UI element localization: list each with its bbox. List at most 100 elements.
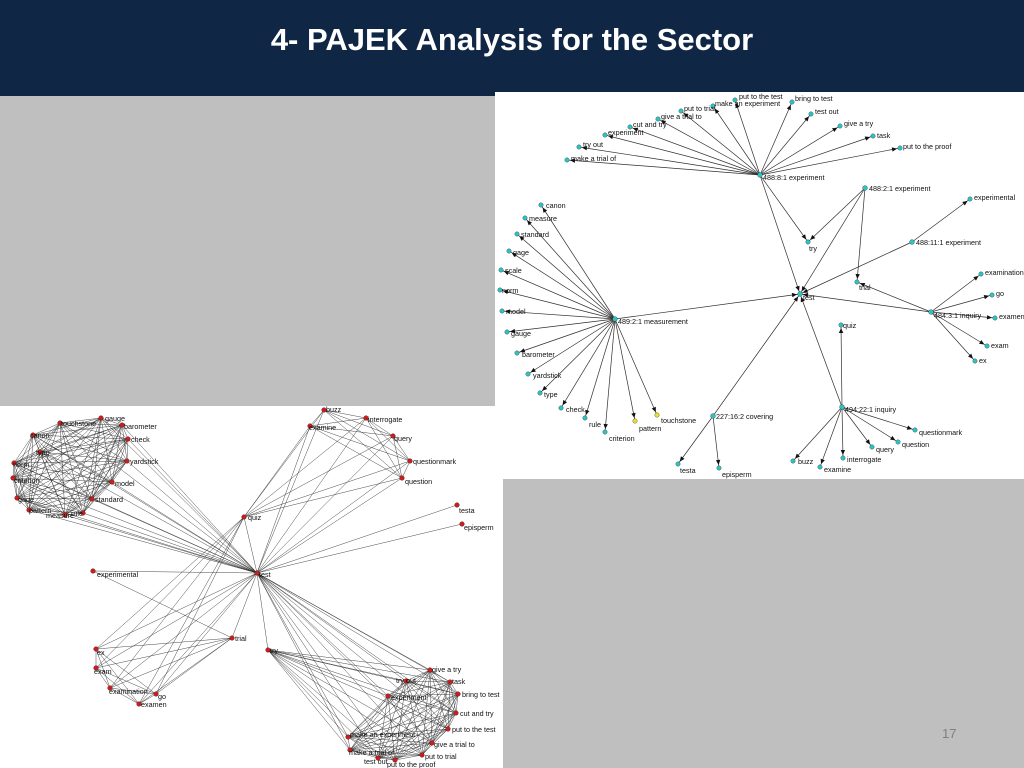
top-node-give_a_try [837, 123, 843, 129]
bottom-label-canon: canon [30, 431, 50, 440]
bottom-edge-query-question [392, 435, 403, 479]
top-label-touchstone: touchstone [661, 416, 696, 425]
bottom-edge-standard-rule [82, 498, 93, 514]
bottom-label-make_a_trial_of: make a trial of [349, 748, 394, 757]
bottom-label-exam: exam [94, 667, 112, 676]
top-node-interrogate [840, 455, 846, 461]
bottom-edge-questionmark-question [401, 460, 411, 479]
bottom-edge-interrogate-examine [309, 417, 367, 427]
bottom-edge-check-gage [16, 438, 129, 499]
bottom-node-quiz [241, 514, 247, 520]
bottom-edge-test-model [111, 481, 258, 574]
top-arrowhead-h1-task [864, 136, 871, 141]
bottom-node-put_to_trial [419, 752, 425, 758]
top-node-test_out [808, 111, 814, 117]
bottom-edge-canon-yardstick [32, 434, 128, 462]
bottom-edge-test-put_to_the_proof [256, 572, 396, 761]
bottom-node-put_to_the_test [445, 726, 451, 732]
top-edge-meas-scale [500, 269, 616, 320]
bottom-edge-examine-questionmark [309, 425, 411, 462]
top-label-try_out: try out [583, 140, 603, 149]
bottom-edge-test-touchstone [59, 422, 258, 574]
bottom-edge-give_a_trial_to-put_to_the_proof [394, 742, 433, 761]
bottom-edge-experiment-give_a_trial_to [387, 695, 433, 744]
top-edge-inq1-trial [856, 281, 932, 313]
top-arrowhead-inq1-trial [859, 282, 866, 288]
top-node-ex [972, 358, 978, 364]
top-edge-inq1-exam [930, 311, 988, 347]
top-arrowhead-meas-norm [502, 289, 509, 295]
bottom-edge-test-put_to_trial [256, 572, 423, 756]
top-arrowhead-h1-experiment [607, 134, 614, 140]
bottom-edge-test-query [256, 435, 394, 574]
bottom-edge-try_out-task [405, 680, 451, 683]
bottom-label-bring_to_test: bring to test [462, 690, 500, 699]
bottom-edge-touchstone-measure [59, 422, 66, 516]
bottom-edge-test-experimental [92, 570, 258, 574]
top-label-experimental: experimental [974, 193, 1016, 202]
top-edge-h3-test [799, 241, 913, 295]
bottom-edge-criterion-standard [12, 477, 93, 500]
top-arrowhead-h1-cut_and_try [632, 127, 639, 132]
top-label-trial: trial [859, 283, 871, 292]
bottom-node-standard [89, 496, 95, 502]
top-edge-inq2-interrogate [841, 406, 844, 459]
bottom-node-try_out [403, 678, 409, 684]
bottom-edge-experiment-make_an_experiment [347, 695, 389, 738]
top-label-test: test [803, 293, 815, 302]
bottom-edge-quiz-exam [95, 516, 245, 669]
top-label-buzz: buzz [798, 457, 814, 466]
bottom-edge-bring_to_test-make_a_trial_of [349, 693, 459, 751]
top-edge-h1-make_an_experiment [712, 105, 761, 176]
bottom-node-testa [454, 502, 460, 508]
bottom-label-examine: examine [309, 423, 336, 432]
bottom-label-standard: standard [95, 495, 123, 504]
bottom-node-measure [62, 512, 68, 518]
top-label-make_a_trial_of: make a trial of [571, 154, 616, 163]
top-node-examen [992, 315, 998, 321]
bottom-edge-yardstick-gage [16, 460, 128, 499]
bottom-edge-experimental-trial [92, 570, 233, 639]
bottom-label-cut_and_try: cut and try [460, 709, 494, 718]
bottom-label-test_out: test out [364, 757, 388, 766]
top-node-check [558, 405, 564, 411]
top-node-h3 [909, 239, 915, 245]
bottom-node-type [37, 449, 43, 455]
bottom-edge-gage-measure [16, 497, 66, 516]
bottom-edge-test_out-put_to_the_proof [377, 757, 396, 761]
bottom-edge-try-experiment [267, 649, 389, 697]
top-edge-h1-give_a_try [759, 125, 841, 176]
bottom-node-examination [107, 685, 113, 691]
top-edge-inq2-question [841, 406, 899, 443]
bottom-edge-check-canon [32, 434, 129, 440]
bottom-label-query: query [394, 434, 412, 443]
bottom-edge-canon-rule [32, 434, 84, 514]
top-label-standard: standard [521, 230, 549, 239]
top-arrowhead-cov-test [793, 296, 799, 302]
bottom-node-examine [307, 423, 313, 429]
bottom-label-examen: examen [141, 700, 167, 709]
top-arrowhead-inq2-questionmark [906, 425, 913, 430]
bottom-edge-test-task [256, 572, 451, 683]
bottom-edge-type-standard [39, 451, 93, 500]
top-edge-meas-rule [584, 318, 616, 419]
top-label-examination: examination [985, 268, 1024, 277]
bottom-node-try [265, 647, 271, 653]
bottom-label-pattern: pattern [29, 506, 51, 515]
top-arrowhead-h3-experimental [962, 200, 968, 206]
top-arrowhead-h3-test [802, 288, 809, 293]
title-bar: 4- PAJEK Analysis for the Sector [0, 0, 1024, 96]
top-edge-h1-try_out [578, 146, 761, 176]
top-arrowhead-inq1-ex [968, 353, 973, 359]
bottom-node-episperm [459, 521, 465, 527]
bottom-edge-buzz-interrogate [323, 409, 367, 419]
bottom-edge-try_out-put_to_the_test [405, 680, 449, 730]
top-arrowhead-meas-measure [526, 220, 532, 226]
bottom-edge-check-type [39, 438, 129, 453]
top-node-pattern [632, 418, 638, 424]
bottom-edge-test-experiment [256, 572, 389, 697]
bottom-edge-type-yardstick [39, 451, 128, 462]
bottom-node-give_a_try [427, 667, 433, 673]
top-edge-meas-measure [524, 217, 616, 320]
